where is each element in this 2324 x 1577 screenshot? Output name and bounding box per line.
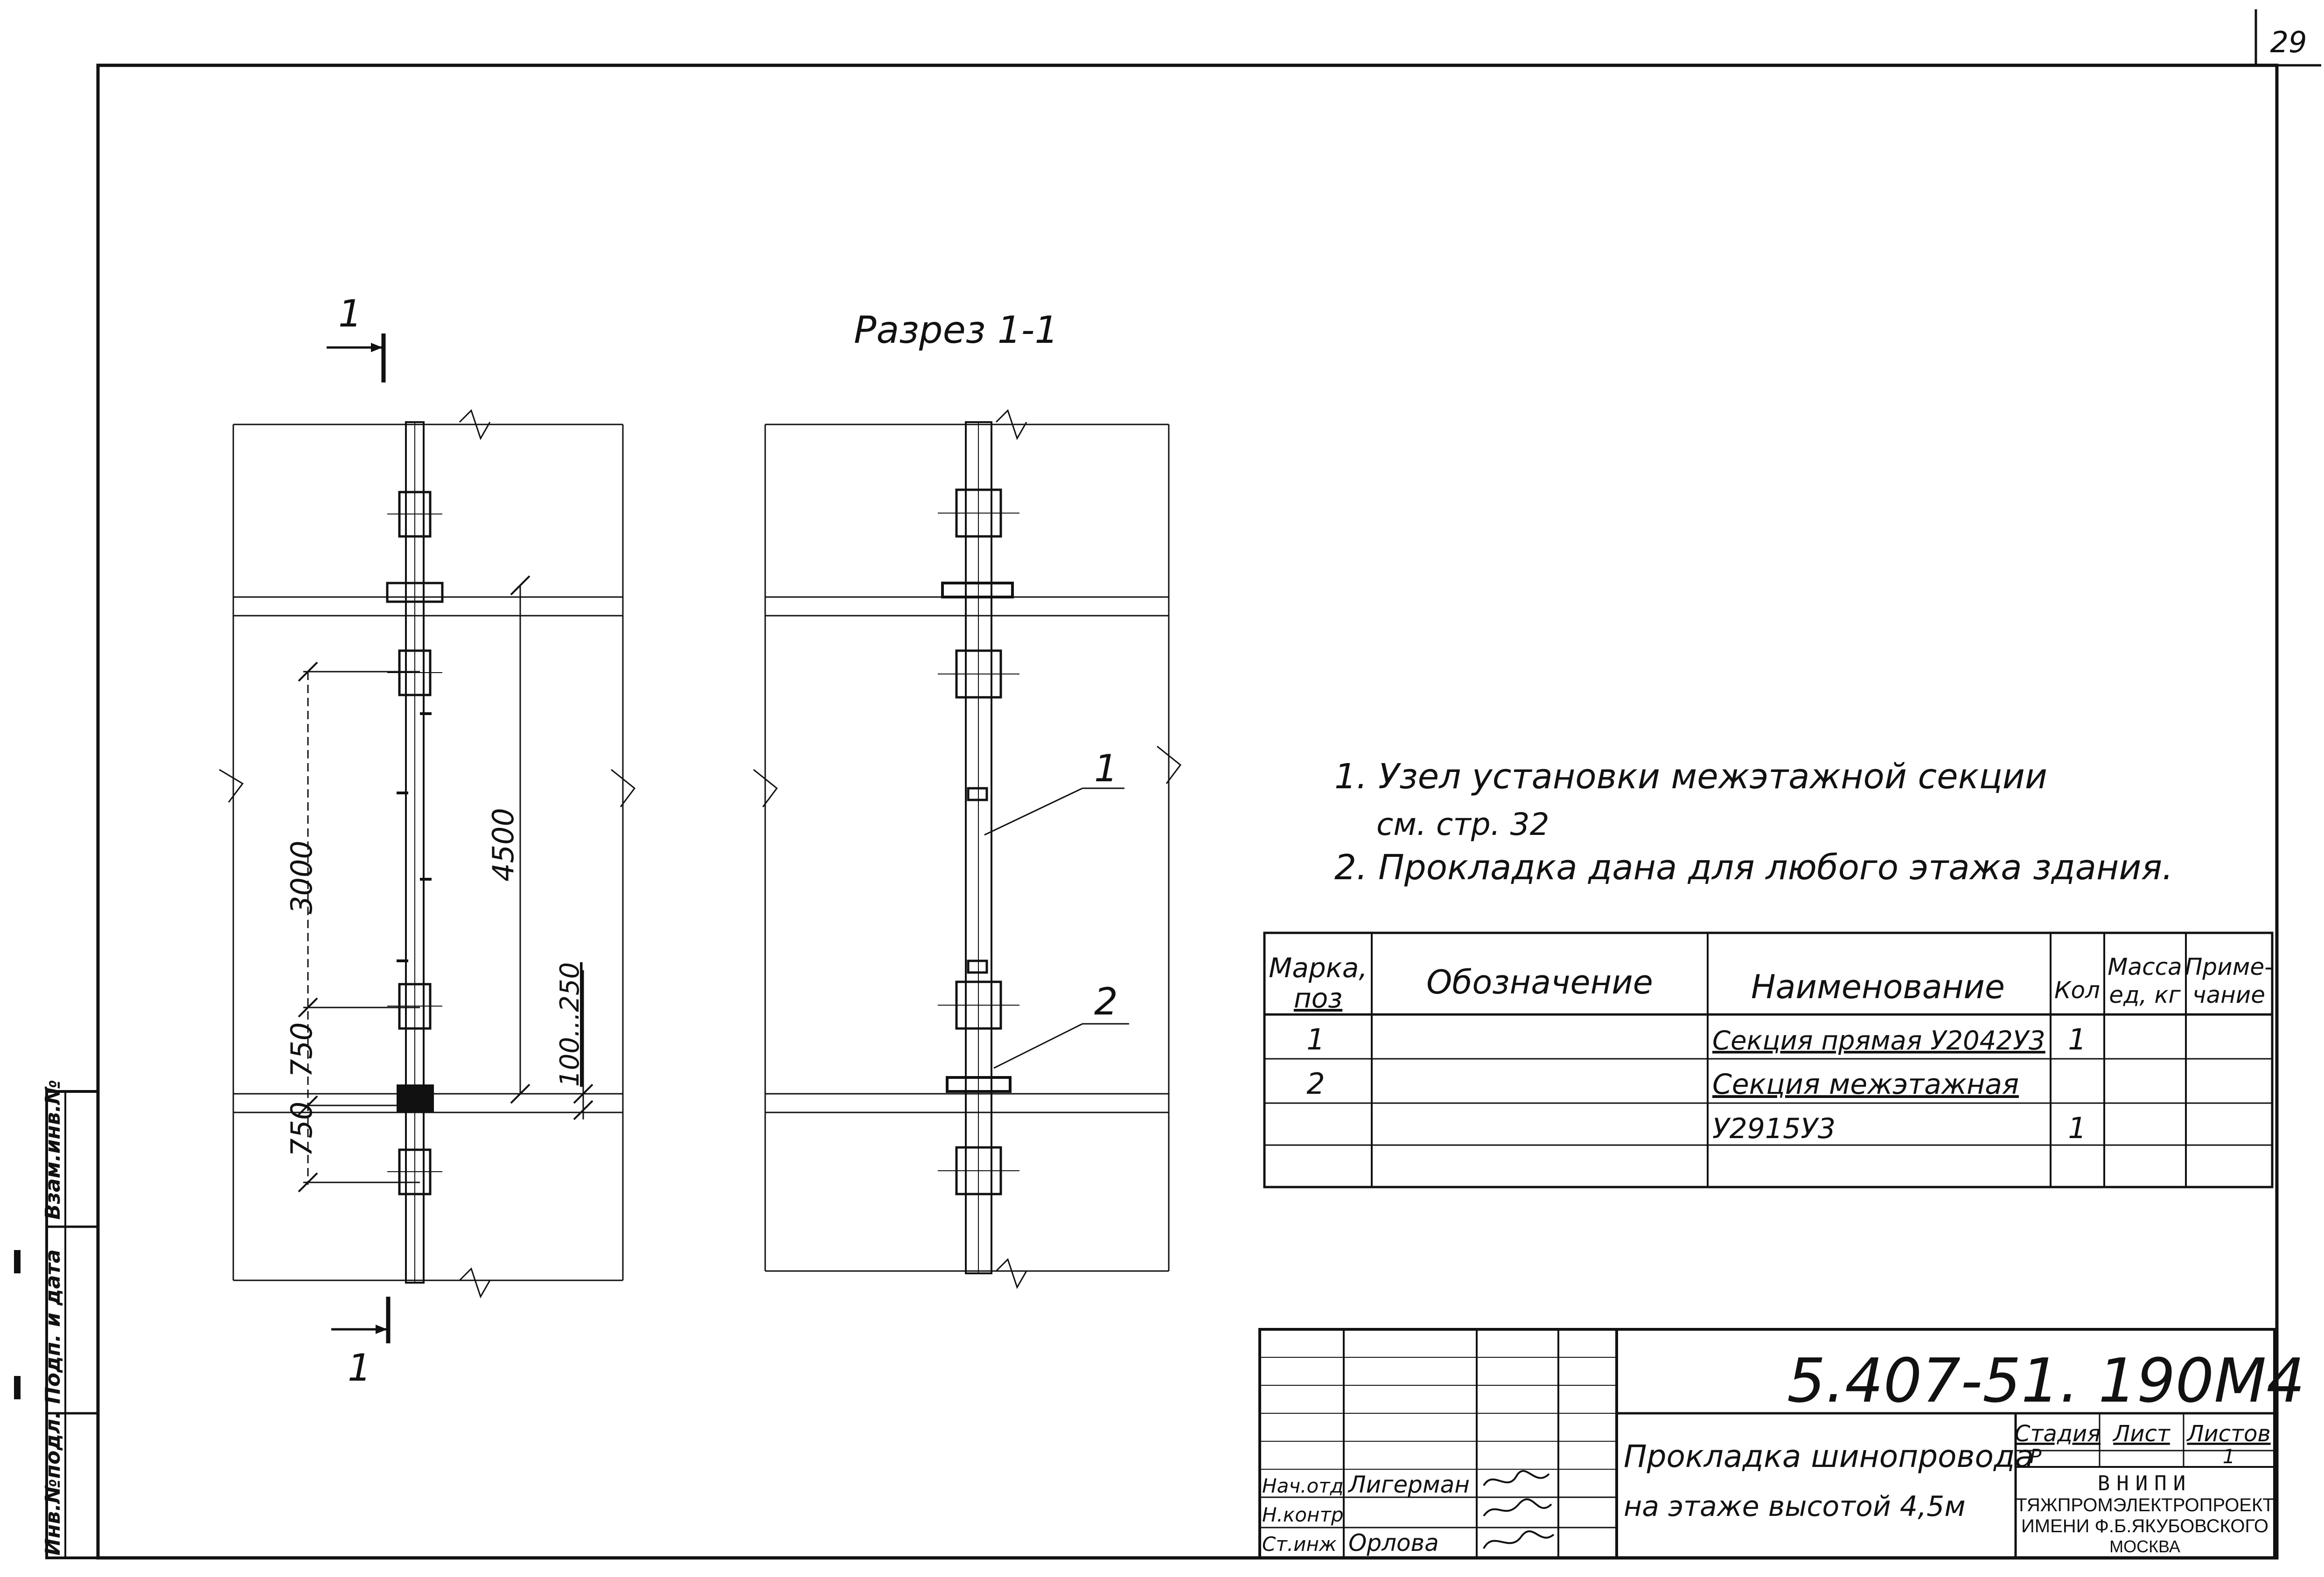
section-marker-bottom: 1 [331,1297,391,1389]
row-3-qty: 1 [2068,1111,2086,1145]
org-line-3: ИМЕНИ Ф.Б.ЯКУБОВСКОГО [2021,1516,2268,1536]
dim-3000: 3000 [285,841,319,914]
side-stamp: Взам.инв.№ Подп. и дата Инв.№подл. [14,1080,99,1559]
th-note-1: Приме- [2185,953,2273,980]
stage-label: Стадия [2015,1421,2101,1447]
callout-1-label: 1 [1094,747,1118,790]
org-line-2: ТЯЖПРОМЭЛЕКТРОПРОЕКТ [2016,1495,2274,1515]
row-2-mark: 2 [1306,1067,1325,1101]
row-1-name: Секция прямая У2042У3 [1712,1026,2045,1056]
doc-title-line1: Прокладка шинопровода [1624,1438,2034,1474]
th-name: Наименование [1751,968,2005,1006]
notes: 1. Узел установки межэтажной секции см. … [1334,757,2173,888]
note-1: 1. Узел установки межэтажной секции [1334,757,2047,797]
section-marker-top: 1 [327,292,386,382]
callout-2-label: 2 [1094,980,1118,1023]
dim-750-lower: 750 [285,1102,319,1157]
th-mass-2: ед, кг [2109,981,2181,1008]
row-1-mark: 1 [1306,1022,1325,1056]
sheet-frame: 29 [96,9,2321,1560]
section-marker-label-top: 1 [338,292,362,335]
doc-title-line2: на этаже высотой 4,5м [1624,1490,1966,1523]
sheets-value: 1 [2223,1445,2235,1468]
sheets-label: Листов [2186,1421,2270,1447]
sheet-label: Лист [2112,1421,2171,1447]
stamp-signature-date: Подп. и дата [41,1249,65,1404]
doc-code: 5.407-51. 190М4 [1787,1345,2305,1416]
th-mass-1: Масса [2108,953,2182,980]
note-1-ref: см. стр. 32 [1376,806,1549,842]
section-title: Разрез 1-1 [854,308,1058,352]
dim-4500: 4500 [486,808,520,882]
spec-table: Марка, поз Обозначение Наименование Кол … [1263,931,2274,1188]
role-2: Н.контр [1262,1503,1344,1526]
row-3-name: У2915У3 [1712,1112,1835,1145]
left-view: 1 1 [219,292,636,1389]
org-line-4: МОСКВА [2109,1537,2180,1556]
sheet-number: 29 [2270,25,2307,59]
stamp-original-number: Инв.№подл. [41,1411,65,1556]
section-marker-label-bottom: 1 [348,1346,371,1389]
role-3-name: Орлова [1348,1529,1439,1556]
row-2-name: Секция межэтажная [1712,1068,2019,1101]
stage-value: Р [2030,1445,2042,1468]
th-mark-2: поз [1294,982,1342,1014]
section-view: Разрез 1-1 1 2 [753,308,1182,1289]
dim-750-upper: 750 [285,1022,319,1077]
th-mark-1: Марка, [1269,952,1367,984]
role-1: Нач.отд [1262,1474,1344,1497]
callout-1: 1 [984,747,1124,836]
role-3: Ст.инж [1262,1533,1337,1556]
signature-3 [1483,1530,1555,1549]
stamp-replacement: Взам.инв.№ [41,1080,65,1220]
th-designation: Обозначение [1426,963,1653,1001]
note-2: 2. Прокладка дана для любого этажа здани… [1334,848,2173,888]
title-block: 5.407-51. 190М4 Прокладка шинопровода на… [1258,1328,2305,1559]
signature-1 [1483,1470,1550,1487]
role-1-name: Лигерман [1347,1471,1470,1498]
row-1-qty: 1 [2068,1022,2086,1056]
org-line-1: ВНИПИ [2098,1472,2192,1495]
dim-100-250: 100...250 [555,962,585,1087]
callout-2: 2 [993,980,1129,1069]
th-note-2: чание [2192,981,2265,1008]
signature-2 [1483,1498,1552,1517]
th-qty: Кол [2054,977,2100,1004]
